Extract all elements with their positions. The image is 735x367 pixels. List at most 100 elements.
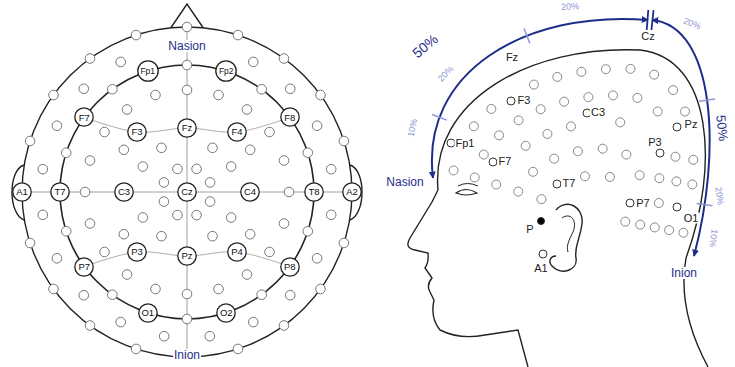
electrode-dot (608, 91, 617, 100)
electrode-dot (560, 97, 569, 106)
electrode-dot (285, 84, 295, 94)
electrode-dot (131, 30, 141, 40)
electrode-dot (303, 148, 313, 158)
electrode-dot (656, 149, 664, 157)
electrode-dot (626, 199, 634, 207)
electrode-dot (598, 144, 607, 153)
side-view (408, 10, 715, 367)
electrode-dot (52, 253, 62, 263)
electrode-name: C3 (118, 187, 130, 197)
electrode-dot (553, 180, 561, 188)
electrode-dot (279, 219, 289, 229)
electrode-dot (621, 217, 630, 226)
electrode-dot (616, 118, 625, 127)
electrode-label: F7 (498, 156, 513, 167)
electrode-ring (75, 108, 93, 126)
electrode-dot (284, 187, 294, 197)
electrode-dot (138, 213, 148, 223)
electrode-dot (182, 60, 192, 70)
electrode-name: T8 (308, 187, 319, 197)
electrode-dot (470, 173, 479, 182)
electrode-dot (584, 93, 593, 102)
electrode-circle: O1 (138, 303, 158, 323)
electrode-dot (514, 187, 523, 196)
electrode-dot (208, 143, 218, 153)
electrode-dot (245, 145, 255, 155)
electrode-dot (151, 284, 161, 294)
guide-curves (84, 117, 289, 266)
electrode-label: Fz (505, 52, 519, 63)
electrode-dot (108, 290, 118, 300)
division-tick (647, 10, 649, 30)
electrode-dot (688, 180, 697, 189)
electrode-dot (49, 284, 59, 294)
electrode-dot (173, 164, 183, 174)
electrode-dot (279, 156, 289, 166)
electrode-dot (205, 197, 215, 207)
electrode-name: Fp2 (219, 67, 234, 76)
landmark-label: Nasion (167, 40, 206, 52)
electrode-dot (192, 164, 202, 174)
electrode-dot (673, 123, 681, 131)
electrode-dot (601, 65, 610, 74)
electrode-dot (326, 164, 336, 174)
electrode-dot (38, 210, 48, 220)
electrode-circle: P3 (127, 242, 147, 262)
electrode-ring (13, 183, 31, 201)
electrode-dot (622, 150, 631, 159)
electrode-dot (25, 136, 35, 146)
electrode-dot (539, 250, 547, 258)
electrode-dot (279, 321, 289, 331)
electrode-dot (226, 213, 236, 223)
percent-label: 10% (407, 117, 420, 138)
electrode-name: Fz (182, 123, 193, 133)
electrode-circle: Fz (177, 118, 197, 138)
electrode-ring (128, 123, 146, 141)
electrode-circle: F7 (74, 107, 94, 127)
electrode-ring (216, 61, 236, 81)
electrode-dot (577, 67, 586, 76)
electrode-dot (672, 177, 681, 186)
electrode-dot (538, 218, 545, 225)
electrode-dot (131, 344, 141, 354)
electrode-label: O1 (683, 213, 700, 224)
electrode-dot (173, 210, 183, 220)
electrode-circle: O2 (216, 303, 236, 323)
electrode-name: F4 (231, 127, 242, 137)
electrode-dot (653, 107, 662, 116)
electrode-label: A1 (533, 263, 548, 274)
percent-label: 50% (409, 31, 441, 61)
electrode-circle: Cz (177, 182, 197, 202)
electrode-dot (214, 284, 224, 294)
electrode-dot (182, 22, 192, 32)
electrode-dot (242, 270, 252, 280)
electrode-dot (208, 231, 218, 241)
electrode-dot (159, 178, 169, 188)
electrode-circle: Fp1 (137, 60, 159, 82)
electrode-dot (157, 143, 167, 153)
electrode-dot (182, 314, 192, 324)
electrode-dot (85, 219, 95, 229)
electrode-dot (85, 156, 95, 166)
electrode-dot (100, 247, 110, 257)
eyebrow (458, 184, 478, 187)
electrode-dot (245, 229, 255, 239)
electrode-dot (157, 231, 167, 241)
division-ticks (432, 10, 715, 206)
electrode-label: Pz (684, 119, 699, 130)
electrode-dot (61, 226, 71, 236)
electrode-dot (242, 105, 252, 115)
division-tick (432, 115, 447, 121)
electrode-dot (100, 127, 110, 137)
electrode-label: Cz (640, 31, 655, 42)
electrode-name: F8 (284, 113, 295, 123)
electrode-dot (257, 290, 267, 300)
electrode-ring (51, 183, 69, 201)
electrode-ring (115, 183, 133, 201)
electrode-dot (635, 171, 644, 180)
electrode-dot (654, 199, 663, 208)
electrode-label: C3 (590, 107, 606, 118)
